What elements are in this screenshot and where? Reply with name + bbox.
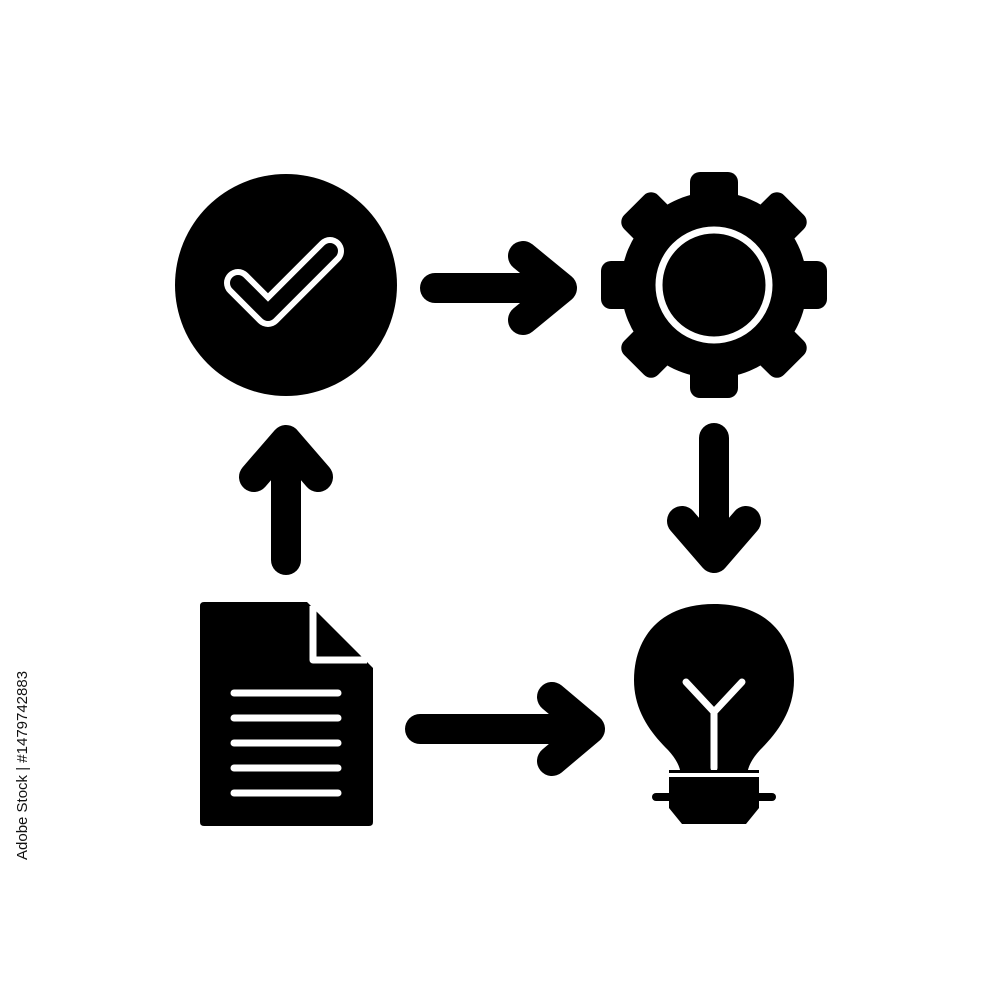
lightbulb-icon: [634, 604, 794, 824]
side-stock-text: Adobe Stock | #1479742883: [14, 670, 31, 860]
arrow-right-top: [420, 241, 577, 335]
document-icon: [200, 602, 373, 826]
check-circle-icon: [175, 174, 397, 396]
arrow-right-bottom: [405, 682, 605, 776]
gear-icon: [601, 172, 827, 398]
arrow-up-left: [239, 425, 333, 575]
arrow-down-right: [667, 423, 761, 573]
